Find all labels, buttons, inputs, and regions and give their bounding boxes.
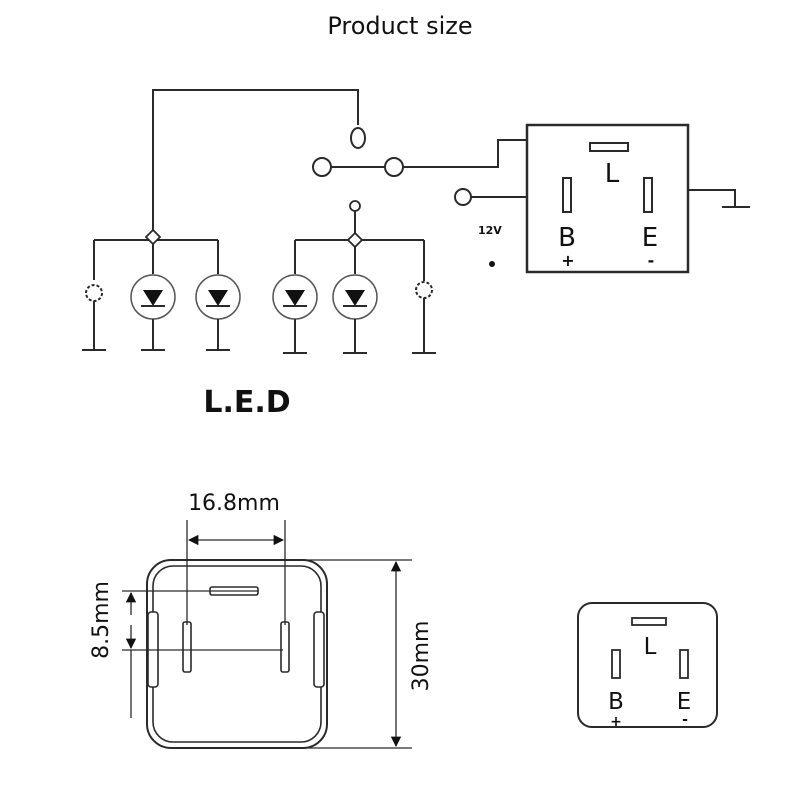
pinout-terminal-l-label: L [644,634,657,660]
small-lamp-right [412,281,436,354]
led-label: L.E.D [203,385,290,420]
terminal-e-pin [643,177,653,213]
pin-spacing-label: 8.5mm [89,581,114,659]
led-diode-2 [195,274,241,351]
pinout-view: L B + E - [577,602,718,730]
terminal-e-polarity: - [648,251,655,270]
led-diode-4 [332,274,378,354]
power-input-terminal [454,188,472,206]
junction-left [144,228,162,246]
terminal-b-pin [562,177,572,213]
pinout-terminal-e-label: E [677,689,692,715]
pin-b [182,621,192,673]
terminal-l-pin [589,142,629,152]
circuit-diagram: 12V [82,89,750,420]
switch-contact-left [312,157,332,177]
dimension-drawing: 16.8mm 8.5mm 30mm [89,491,434,749]
height-dimension-label: 30mm [409,621,434,692]
pin-e [280,621,290,673]
ground-symbol [688,189,750,208]
voltage-label: 12V [478,224,502,237]
terminal-b-polarity: + [561,251,574,270]
pinout-terminal-b-label: B [608,689,624,715]
side-tab-right [313,611,325,688]
switch-contact-right [384,157,404,177]
page-title: Product size [327,12,473,40]
pinout-pin-l [631,617,667,626]
terminal-l-label: L [605,159,620,189]
led-diode-1 [130,274,176,351]
terminal-b-label: B [558,223,576,253]
led-diode-3 [272,274,318,354]
pinout-terminal-b-polarity: + [610,714,622,730]
pinout-pin-b [611,649,621,679]
width-dimension-label: 16.8mm [188,491,280,516]
pinout-pin-e [679,649,689,679]
voltage-dot [489,261,495,267]
terminal-e-label: E [642,223,658,253]
flasher-relay: L B + E - [525,123,690,274]
small-lamp-left [82,284,106,351]
switch-contact-top [350,127,366,149]
junction-right [346,231,364,249]
junction-top-right [349,200,361,212]
pinout-terminal-e-polarity: - [682,712,688,728]
